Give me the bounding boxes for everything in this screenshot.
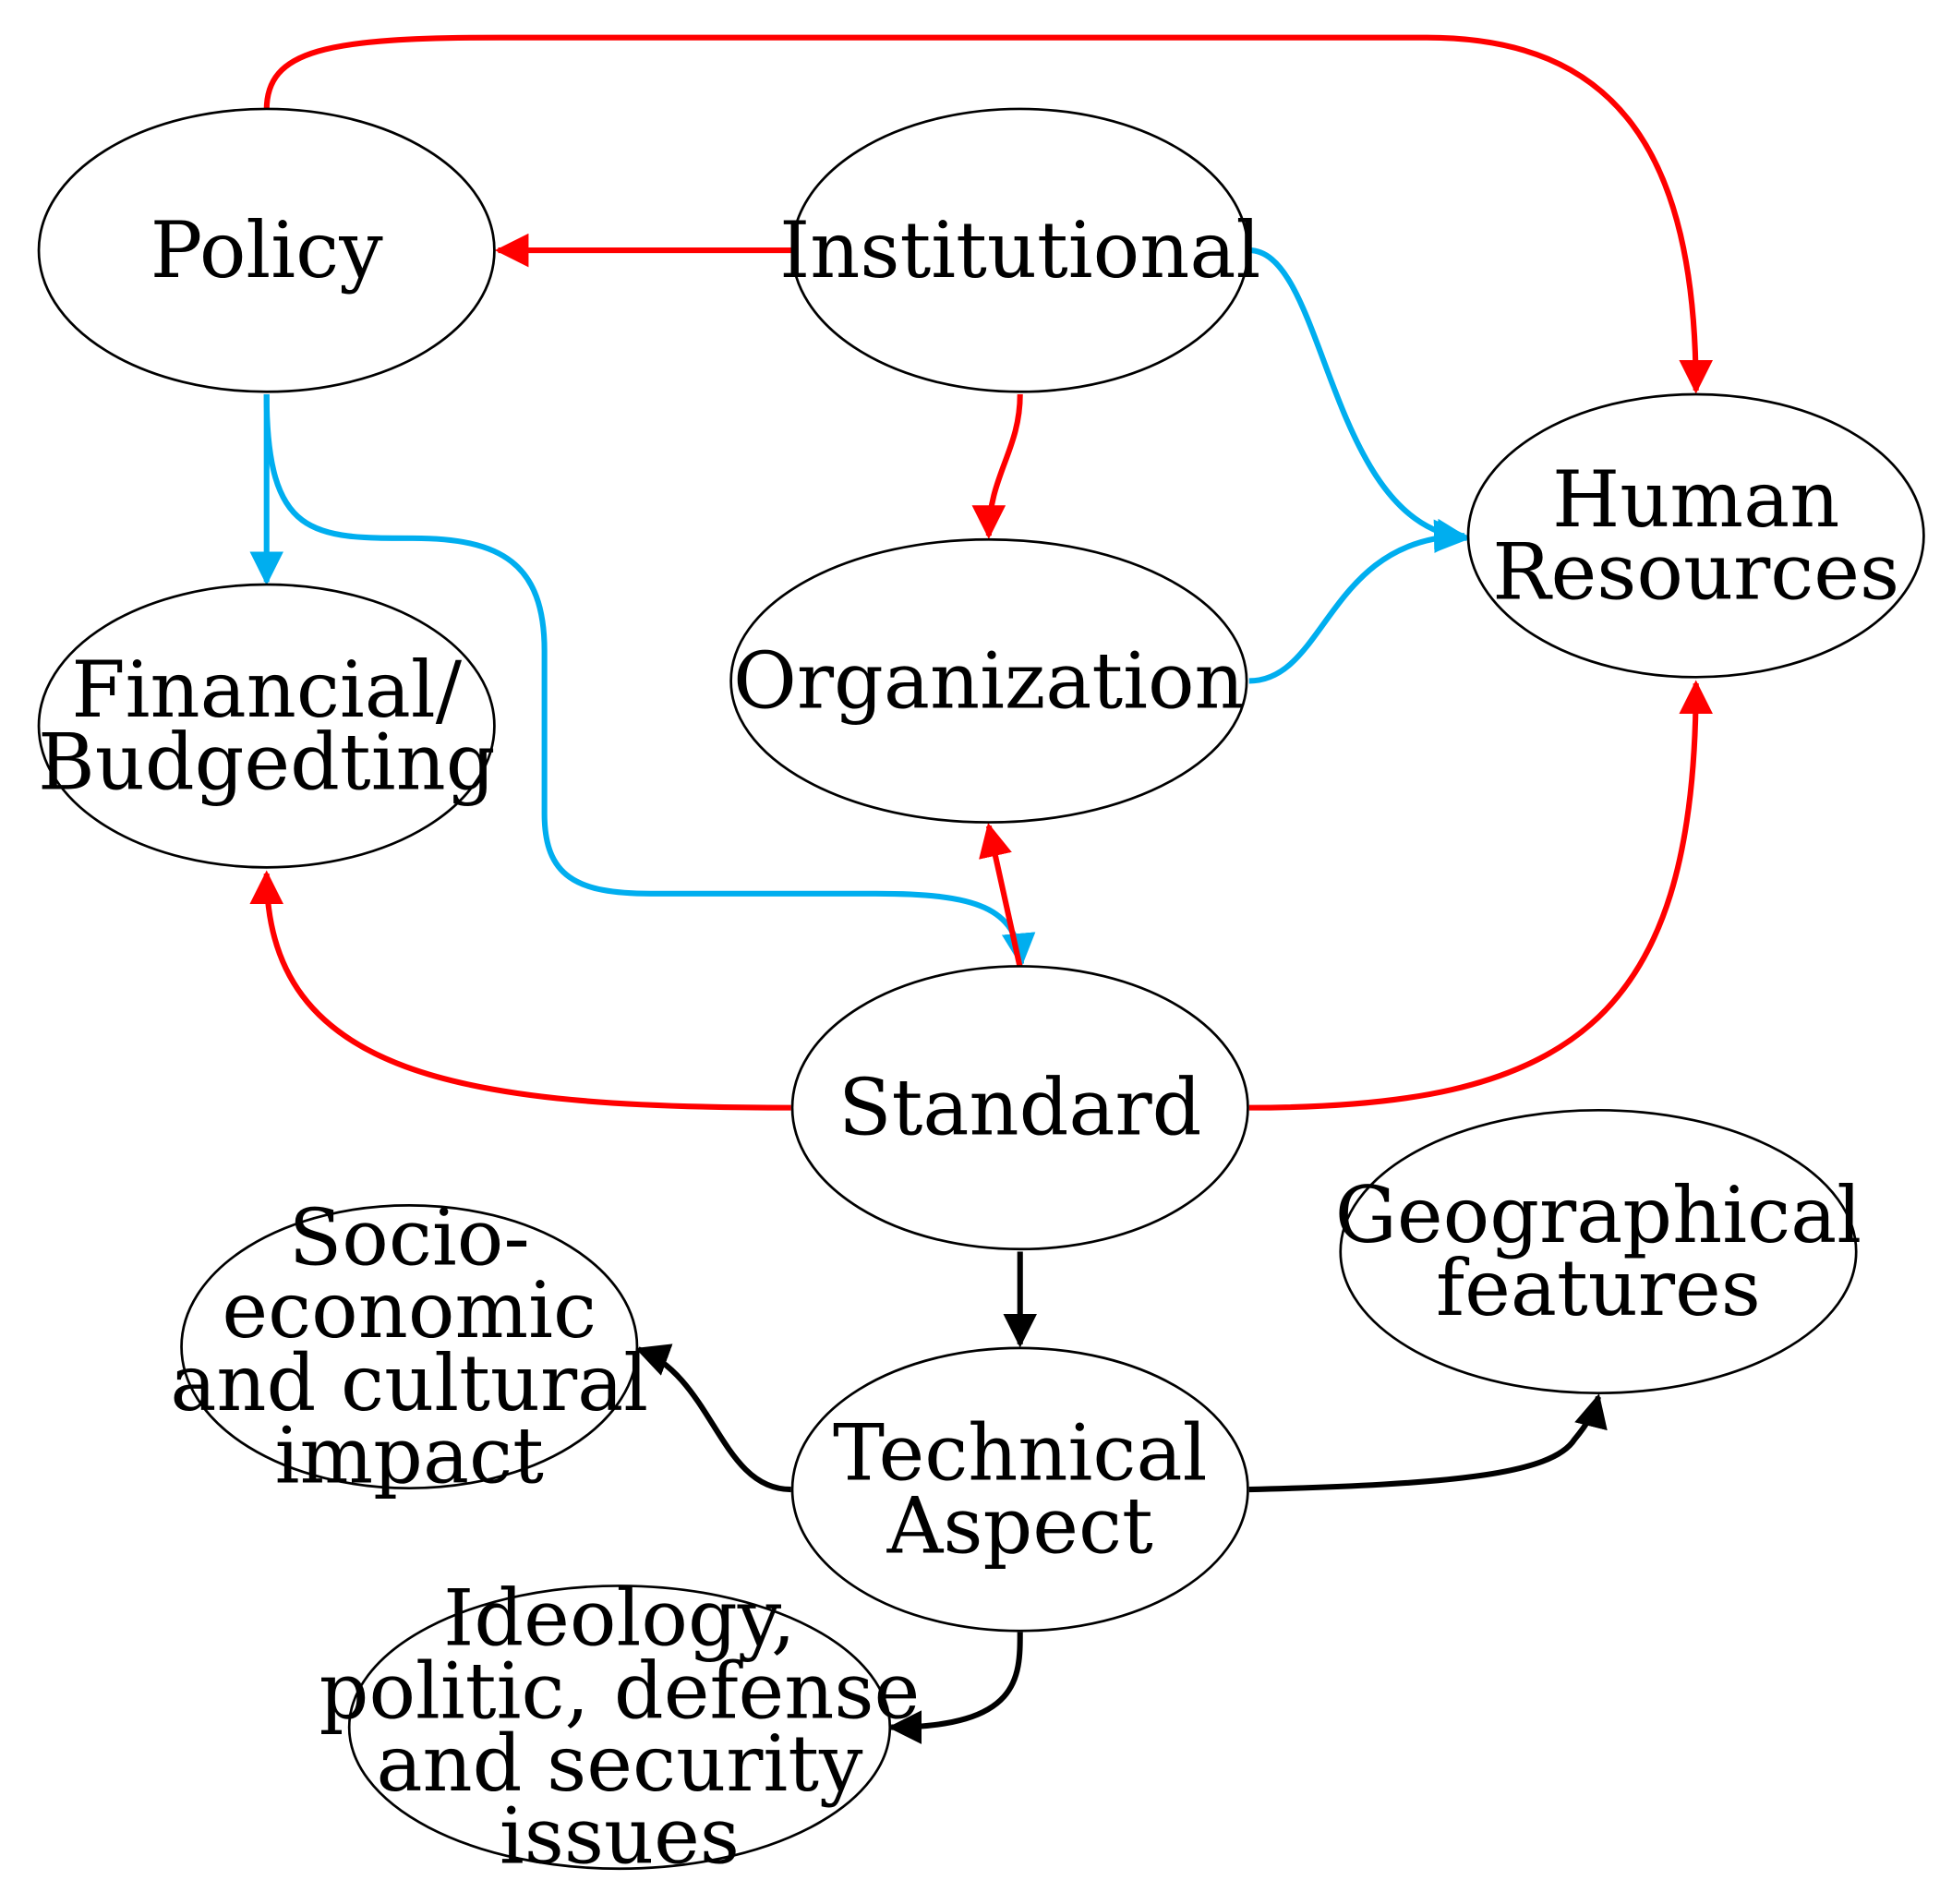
node-ellipse-policy — [37, 107, 496, 393]
node-label-human-resources-line-1: Human — [1552, 454, 1839, 545]
node-ellipse-socio-economic — [180, 1203, 639, 1490]
edge-technical-to-ideology — [887, 1632, 1023, 1744]
edge-organization-to-human-resources — [1248, 519, 1468, 684]
edge-policy-to-standard — [263, 393, 1036, 968]
node-standard: Standard — [790, 965, 1249, 1251]
edge-standard-to-organization — [979, 823, 1023, 969]
node-ellipse-standard — [790, 965, 1249, 1251]
node-institutional: Institutional — [779, 107, 1260, 393]
node-ellipse-human-resources — [1466, 392, 1925, 679]
node-label-technical-line-1: Technical — [833, 1408, 1207, 1499]
nodes-layer: Policy InstitutionalHumanResourcesFinanci… — [37, 107, 1925, 1882]
node-label-socio-economic-line-1: Socio- — [289, 1193, 530, 1283]
node-ellipse-organization — [729, 537, 1248, 824]
edges-layer — [249, 34, 1713, 1744]
node-ellipse-ideology — [347, 1585, 892, 1871]
edge-policy-to-human-resources — [263, 34, 1713, 394]
node-label-ideology-line-4: issues — [500, 1791, 740, 1882]
node-ellipse-technical — [790, 1346, 1249, 1633]
node-label-standard-line-1: Standard — [838, 1063, 1201, 1153]
node-label-socio-economic-line-3: and cultural — [170, 1338, 648, 1428]
node-label-financial-line-1: Financial/ — [71, 645, 462, 735]
node-label-geographical-line-2: features — [1436, 1243, 1761, 1333]
node-ellipse-financial — [37, 583, 496, 869]
edge-institutional-to-human-resources — [1248, 247, 1471, 553]
node-label-technical-line-2: Aspect — [886, 1480, 1153, 1571]
node-label-ideology-line-3: and security — [376, 1718, 863, 1809]
node-ellipse-institutional — [790, 107, 1249, 393]
node-label-ideology-line-1: Ideology, — [443, 1573, 796, 1664]
node-label-geographical-line-1: Geographical — [1335, 1170, 1862, 1260]
edge-standard-to-financial — [249, 870, 791, 1111]
node-label-socio-economic-line-4: impact — [275, 1410, 545, 1500]
node-label-organization-line-1: Organization — [733, 635, 1245, 726]
node-ellipse-geographical — [1339, 1108, 1858, 1395]
node-financial: Financial/Budgedting — [37, 583, 496, 869]
node-label-financial-line-2: Budgedting — [38, 717, 496, 807]
node-label-institutional-line-1: Institutional — [779, 205, 1260, 295]
node-policy: Policy — [37, 107, 496, 393]
node-label-ideology-line-2: politic, defense — [319, 1645, 921, 1736]
edge-standard-to-human-resources — [1248, 680, 1713, 1111]
edge-institutional-to-organization — [971, 393, 1023, 539]
node-label-policy-line-1: Policy — [151, 205, 384, 295]
node-label-human-resources-line-2: Resources — [1492, 526, 1899, 617]
edge-technical-to-geographical — [1248, 1393, 1608, 1493]
node-organization: Organization — [729, 537, 1248, 824]
node-label-socio-economic-line-2: economic — [222, 1265, 596, 1356]
edge-technical-to-socio-economic — [634, 1344, 791, 1493]
